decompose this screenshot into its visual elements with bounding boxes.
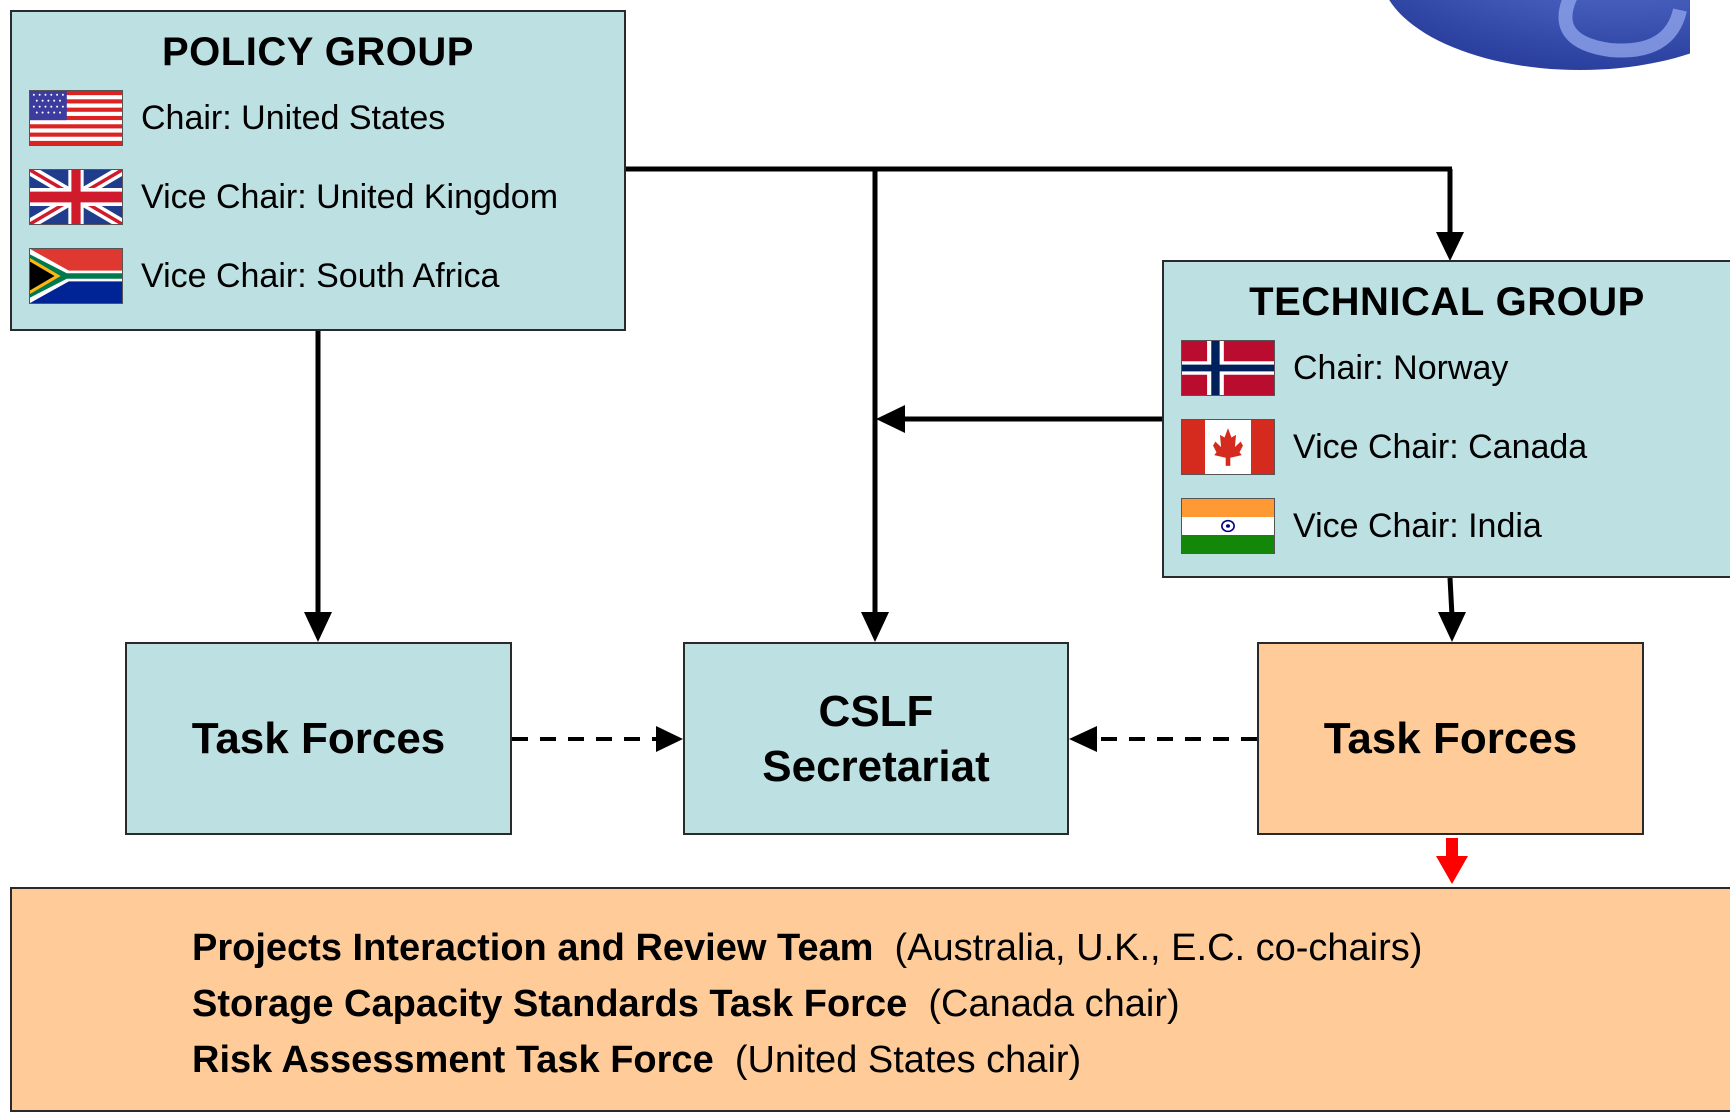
arrowhead-dashed-right xyxy=(1069,726,1097,752)
policy-group-title: POLICY GROUP xyxy=(162,30,474,74)
flag-norway-icon xyxy=(1181,340,1275,396)
task-force-list-box: Projects Interaction and Review Team (Au… xyxy=(10,887,1730,1112)
technical-member-row: Vice Chair: India xyxy=(1181,498,1542,554)
technical-group-box: TECHNICAL GROUP Chair: Norway Vice Chair… xyxy=(1162,260,1730,578)
technical-vice-chair-canada-label: Vice Chair: Canada xyxy=(1293,427,1588,466)
secretariat-line1: CSLF xyxy=(818,686,934,736)
task-force-note: (Australia, U.K., E.C. co-chairs) xyxy=(894,927,1423,969)
arrowhead-secretariat xyxy=(861,612,889,642)
policy-vice-chair-sa-label: Vice Chair: South Africa xyxy=(141,256,500,295)
arrowhead-technical-task-forces xyxy=(1438,612,1466,642)
secretariat-line2: Secretariat xyxy=(762,741,990,791)
task-force-name: Projects Interaction and Review Team xyxy=(192,927,874,969)
secretariat-box: CSLF Secretariat xyxy=(683,642,1069,835)
flag-india-icon xyxy=(1181,498,1275,554)
task-force-name: Storage Capacity Standards Task Force xyxy=(192,983,908,1025)
policy-task-forces-label: Task Forces xyxy=(191,714,446,763)
flag-south-africa-icon xyxy=(29,248,123,304)
technical-member-row: Chair: Norway xyxy=(1181,340,1508,396)
technical-group-title: TECHNICAL GROUP xyxy=(1249,280,1645,324)
task-force-note: (Canada chair) xyxy=(928,983,1180,1025)
task-force-note: (United States chair) xyxy=(734,1039,1082,1081)
arrow-technical-to-task-forces xyxy=(1447,577,1455,617)
red-arrow-shaft xyxy=(1446,838,1458,858)
secretariat-label: CSLF Secretariat xyxy=(685,644,1067,833)
policy-member-row: Vice Chair: United Kingdom xyxy=(29,169,558,225)
task-force-name: Risk Assessment Task Force xyxy=(192,1039,714,1081)
arrowhead-technical-secretariat xyxy=(876,405,905,433)
task-force-list-item: Projects Interaction and Review Team (Au… xyxy=(192,927,1422,970)
red-arrowhead xyxy=(1436,856,1468,884)
technical-vice-chair-india-label: Vice Chair: India xyxy=(1293,506,1542,545)
technical-task-forces-label: Task Forces xyxy=(1323,714,1578,763)
logo-fragment-icon xyxy=(1389,0,1690,70)
arrowhead-technical xyxy=(1436,232,1464,261)
technical-chair-label: Chair: Norway xyxy=(1293,348,1509,387)
arrowhead-policy-task-forces xyxy=(304,612,332,642)
technical-member-row: Vice Chair: Canada xyxy=(1181,419,1587,475)
policy-group-box: POLICY GROUP Chair: United xyxy=(10,10,626,331)
arrowhead-dashed-left xyxy=(656,726,683,752)
policy-member-row: Vice Chair: South Africa xyxy=(29,248,499,304)
policy-chair-label: Chair: United States xyxy=(141,98,446,137)
technical-task-forces-box: Task Forces xyxy=(1257,642,1644,835)
policy-vice-chair-uk-label: Vice Chair: United Kingdom xyxy=(141,177,559,216)
task-force-list-item: Risk Assessment Task Force (United State… xyxy=(192,1039,1081,1082)
flag-united-kingdom-icon xyxy=(29,169,123,225)
flag-canada-icon xyxy=(1181,419,1275,475)
policy-task-forces-box: Task Forces xyxy=(125,642,512,835)
flag-united-states-icon xyxy=(29,90,123,146)
task-force-list-item: Storage Capacity Standards Task Force (C… xyxy=(192,983,1180,1026)
policy-member-row: Chair: United States xyxy=(29,90,445,146)
